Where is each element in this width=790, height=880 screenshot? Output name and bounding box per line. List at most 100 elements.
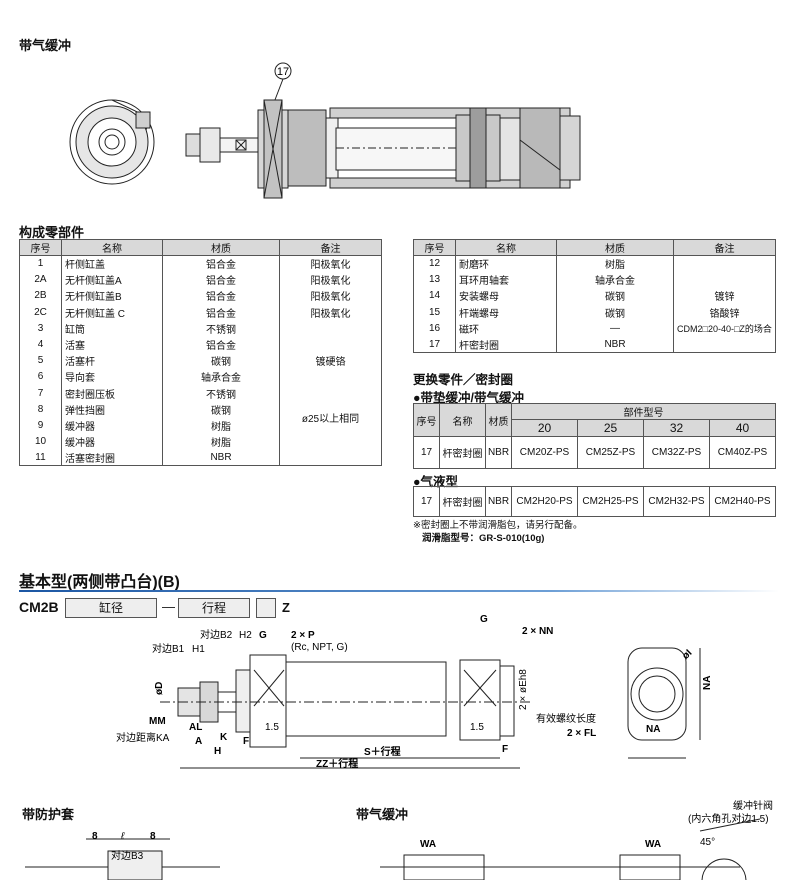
parts-cell-name: 磁环 xyxy=(455,320,557,337)
repl-row2-code: CM2H32-PS xyxy=(643,486,710,517)
parts-cell-mat: 树脂 xyxy=(162,433,280,450)
parts-cell-note xyxy=(279,336,382,353)
replacement-title: 更换零件／密封圈 xyxy=(413,373,514,387)
model-prefix: CM2B xyxy=(19,599,59,615)
parts-cell-mat: 不锈钢 xyxy=(162,385,280,402)
dim-b1: 对边B1 xyxy=(152,642,185,655)
cylinder-section-drawing: 17 xyxy=(69,62,581,199)
header-no: 序号 xyxy=(19,239,62,256)
parts-cell-note xyxy=(673,271,776,288)
parts-cell-note xyxy=(279,368,382,385)
dim-zz: ZZ＋行程 xyxy=(316,757,358,770)
dim-al: AL xyxy=(189,722,202,733)
dim-i: øI xyxy=(680,648,694,662)
repl-row1-no: 17 xyxy=(413,436,440,469)
dim-fl: 2 × FL xyxy=(567,728,596,739)
merged-note-cell: ø25以上相同 xyxy=(279,401,382,434)
dim-nn: 2 × NN xyxy=(522,626,553,637)
model-bore-box: 缸径 xyxy=(65,598,157,618)
parts-cell-name: 密封圈压板 xyxy=(61,385,163,402)
dim-ee: 2 × øEh8 xyxy=(518,669,529,710)
repl-row1-code: CM40Z-PS xyxy=(709,436,776,469)
dim-na-vertical: NA xyxy=(702,676,713,690)
boot-dim-8b: 8 xyxy=(150,831,156,842)
parts-cell-note xyxy=(673,255,776,272)
model-option-box xyxy=(256,598,276,618)
parts-cell-no: 1 xyxy=(19,255,62,272)
parts-cell-name: 缓冲器 xyxy=(61,433,163,450)
parts-cell-name: 导向套 xyxy=(61,368,163,385)
parts-cell-name: 无杆侧缸盖A xyxy=(61,271,163,288)
repl-row1-name: 杆密封圈 xyxy=(439,436,486,469)
parts-cell-note xyxy=(673,336,776,354)
note-line-1: ※密封圈上不带润滑脂包，请另行配备。 xyxy=(413,520,583,531)
repl-row2-no: 17 xyxy=(413,486,440,517)
model-dash: — xyxy=(162,599,175,614)
parts-cell-note xyxy=(279,433,382,450)
parts-cell-name: 耳环用轴套 xyxy=(455,271,557,288)
parts-cell-mat: 铝合金 xyxy=(162,287,280,305)
bottom-drawings: 8 ℓ 8 对边B3 WA WA 缓冲针阀 (内六角孔对边1.5) 45° xyxy=(25,799,773,880)
dim-fl-note: 有效螺纹长度 xyxy=(536,712,596,725)
parts-cell-no: 2A xyxy=(19,271,62,288)
repl-row2-code: CM2H25-PS xyxy=(577,486,644,517)
replacement-table-2: 17 杆密封圈 NBR CM2H20-PS CM2H25-PS CM2H32-P… xyxy=(413,486,776,517)
parts-cell-no: 15 xyxy=(413,304,456,321)
boot-dim-8a: 8 xyxy=(92,831,98,842)
parts-cell-mat: 碳钢 xyxy=(556,304,674,321)
parts-cell-mat: NBR xyxy=(162,449,280,467)
repl-row1-code: CM20Z-PS xyxy=(511,436,578,469)
parts-cell-no: 9 xyxy=(19,417,62,434)
replacement-sub2: ●气液型 xyxy=(413,475,459,489)
parts-cell-name: 无杆侧缸盖B xyxy=(61,287,163,305)
dim-s: S＋行程 xyxy=(364,745,401,758)
header-material: 材质 xyxy=(162,239,280,256)
replacement-sub1: ●带垫缓冲/带气缓冲 xyxy=(413,391,525,405)
model-stroke-box: 行程 xyxy=(178,598,250,618)
repl-size-20: 20 xyxy=(511,419,578,437)
dim-g: G xyxy=(259,630,267,641)
dim-h1: H1 xyxy=(192,644,205,655)
cushion-valve-sub: (内六角孔对边1.5) xyxy=(688,812,769,825)
parts-cell-mat: 树脂 xyxy=(162,417,280,434)
dim-v15: 1.5 xyxy=(265,722,279,733)
parts-cell-no: 5 xyxy=(19,352,62,369)
parts-cell-no: 2C xyxy=(19,304,62,321)
end-view-figure xyxy=(69,99,155,185)
repl-row2-code: CM2H20-PS xyxy=(511,486,578,517)
repl-row2-code: CM2H40-PS xyxy=(709,486,776,517)
dim-f2: F xyxy=(502,744,508,755)
repl-header-no: 序号 xyxy=(413,403,440,437)
parts-cell-mat: 轴承合金 xyxy=(162,368,280,385)
header-note: 备注 xyxy=(279,239,382,256)
parts-cell-mat: 不锈钢 xyxy=(162,320,280,337)
parts-cell-no: 6 xyxy=(19,368,62,385)
dim-na-horizontal: NA xyxy=(646,724,660,735)
basic-title-underline xyxy=(19,590,779,592)
header-name: 名称 xyxy=(455,239,557,256)
parts-cell-mat: 树脂 xyxy=(556,255,674,272)
parts-cell-note xyxy=(279,449,382,467)
header-note: 备注 xyxy=(673,239,776,256)
parts-cell-name: 耐磨环 xyxy=(455,255,557,272)
parts-cell-note: CDM2□20-40-□Z的场合 xyxy=(673,320,776,337)
parts-cell-name: 活塞杆 xyxy=(61,352,163,369)
repl-row2-material: NBR xyxy=(485,486,512,517)
cushion-valve: 缓冲针阀 xyxy=(733,799,773,812)
parts-cell-name: 杆密封圈 xyxy=(455,336,557,354)
repl-row2-name: 杆密封圈 xyxy=(439,486,486,517)
